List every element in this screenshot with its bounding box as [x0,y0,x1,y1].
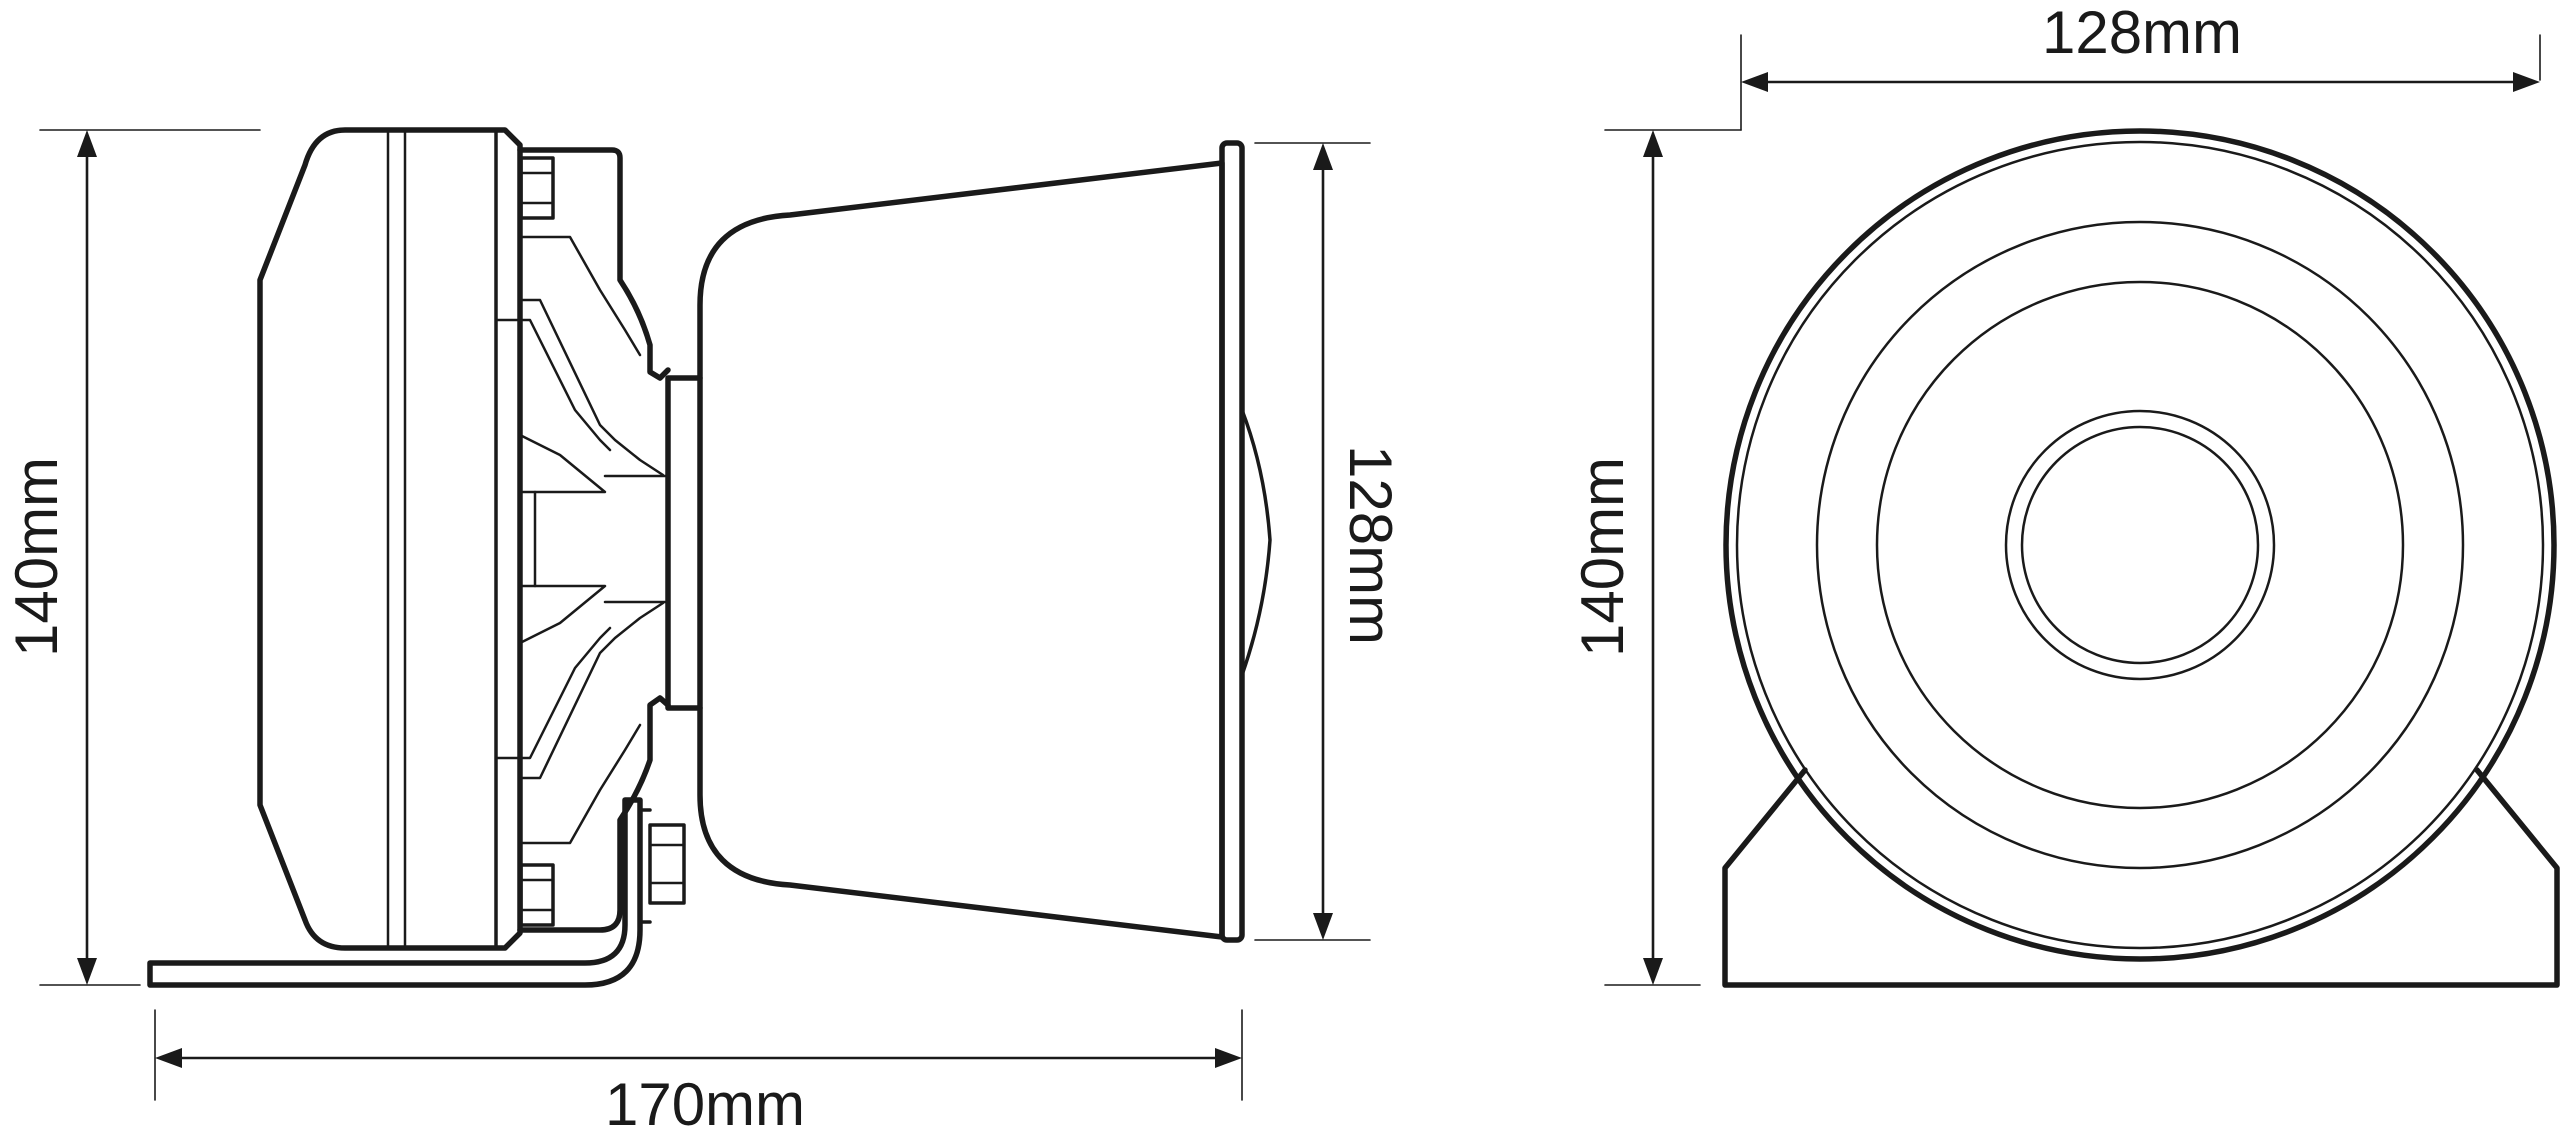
rear-housing [257,127,523,951]
horn-inner-ring [1875,280,2405,810]
driver-details [495,235,667,845]
outer-ring-inner-edge [1735,140,2545,950]
dimension-side-height: 140mm [3,129,261,986]
base-plate [147,797,643,988]
front-base [1722,767,2560,988]
dimension-front-width: 128mm [1740,0,2541,131]
horn-mouth-label: 128mm [1337,445,1404,645]
bracket-bolt [648,823,686,905]
dimension-side-length: 170mm [154,1009,1243,1138]
horn-mouth-ring [1815,220,2465,870]
side-height-label: 140mm [3,457,70,657]
side-length-label: 170mm [605,1071,805,1138]
horn-rim [1219,140,1245,943]
dimension-horn-mouth: 128mm [1254,142,1404,941]
outer-ring [1723,128,2557,962]
dimension-front-height: 140mm [1569,129,1742,986]
bracket-upper [517,147,671,381]
driver-ring-outer [2004,409,2276,681]
front-width-label: 128mm [2042,0,2242,66]
bracket-lower [517,695,671,933]
horn-bell [697,160,1225,940]
front-view: 128mm 140mm [1569,0,2560,988]
driver-ring-inner [2020,425,2260,665]
front-height-label: 140mm [1569,457,1636,657]
horn-grille [1240,408,1272,677]
nut-lower [519,863,555,927]
nut-upper [519,156,555,220]
horn-flange [665,375,703,711]
side-view: 140mm 128mm 170mm [3,127,1404,1138]
